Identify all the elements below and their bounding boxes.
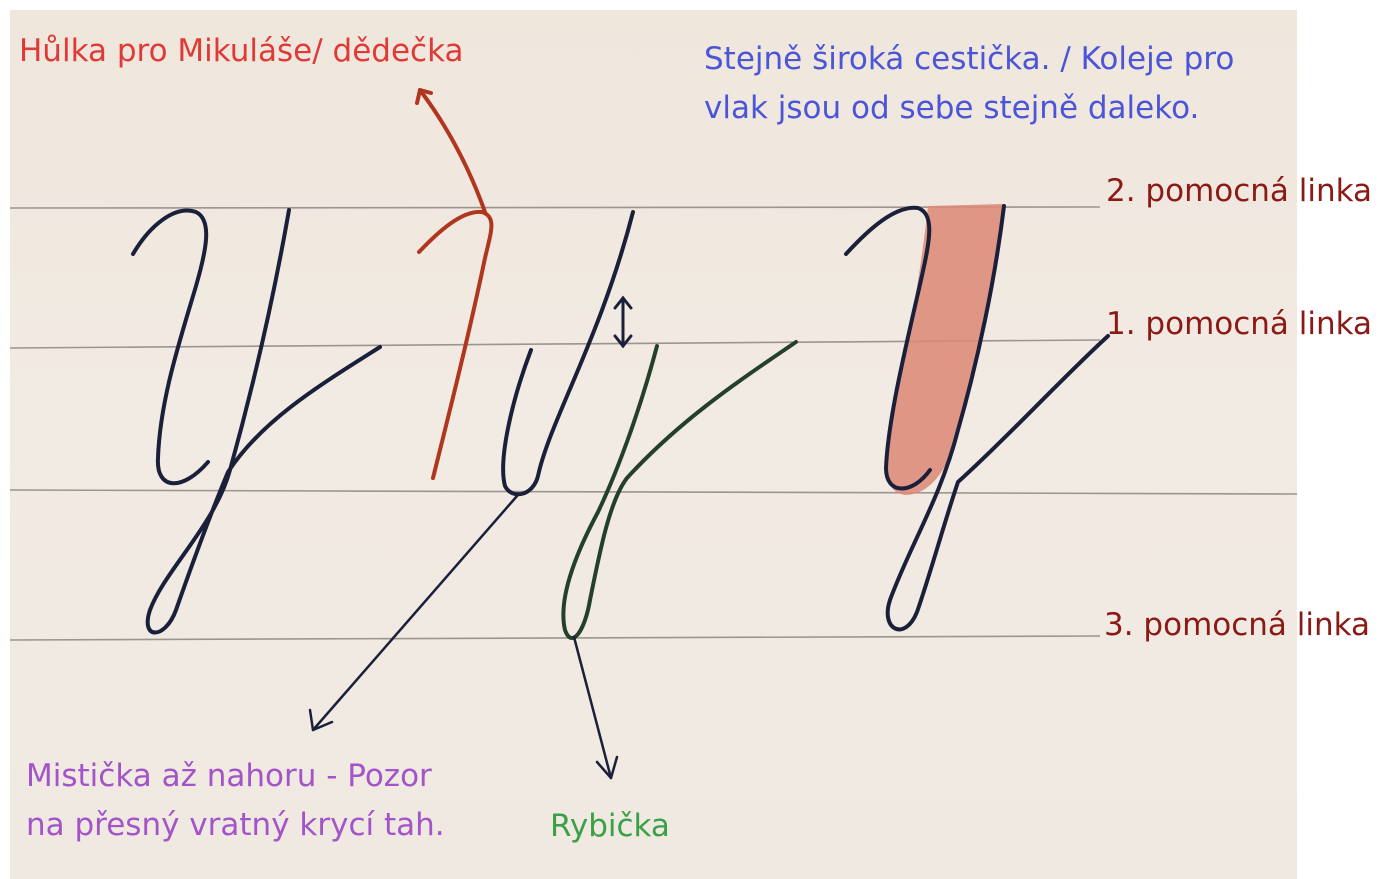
label-guide-3: 3. pomocná linka <box>1104 607 1371 643</box>
base-line <box>9 489 1298 495</box>
letter-y-full <box>131 208 382 635</box>
fish-pointer <box>572 635 613 780</box>
bowl-pointer <box>311 494 519 732</box>
label-guide-2: 2. pomocná linka <box>1106 173 1373 209</box>
label-track-line1: Stejně široká cestička. / Koleje pro <box>704 41 1235 77</box>
fish-stroke <box>561 340 798 640</box>
label-cane: Hůlka pro Mikuláše/ dědečka <box>19 33 464 69</box>
track-highlight <box>886 204 1004 495</box>
label-bowl-line2: na přesný vratný krycí tah. <box>26 807 445 843</box>
label-track: Stejně široká cestička. / Koleje pro vla… <box>704 35 1264 133</box>
label-guide-1: 1. pomocná linka <box>1106 306 1373 342</box>
label-fish: Rybička <box>550 808 670 844</box>
label-bowl-line1: Mistička až nahoru - Pozor <box>26 758 432 794</box>
cane-stroke <box>415 88 494 480</box>
pointer-arrows <box>308 494 619 780</box>
ruling-lines <box>9 206 1298 641</box>
label-bowl: Mistička až nahoru - Pozor na přesný vra… <box>26 752 466 850</box>
label-track-line2: vlak jsou od sebe stejně daleko. <box>704 90 1200 126</box>
track-width-arrow <box>613 295 633 349</box>
letter-y-highlight <box>844 204 1110 632</box>
notebook-paper <box>10 10 1297 879</box>
bowl-stroke <box>501 210 635 497</box>
guide-line-3 <box>9 635 1101 641</box>
